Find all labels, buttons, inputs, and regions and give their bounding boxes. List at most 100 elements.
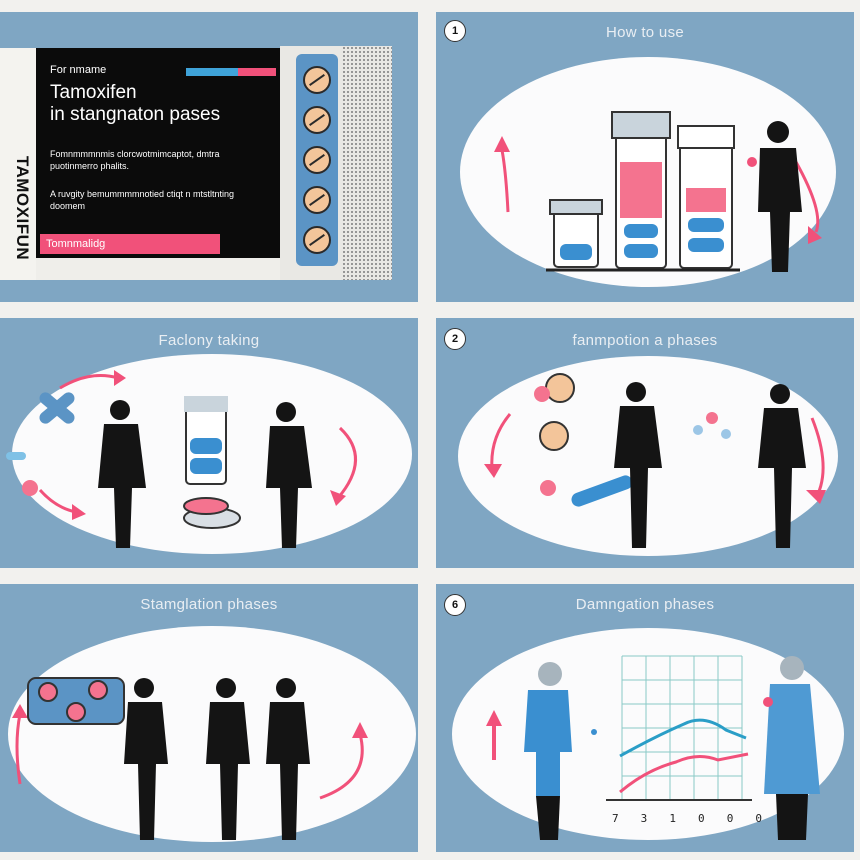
person-head [626, 382, 646, 402]
factory-taking-title: Faclony taking [158, 332, 260, 349]
person-body [758, 148, 802, 272]
package-small-text: A ruvgity bemummmmnotied ctiqt n mtstltn… [50, 189, 235, 211]
package-bar-label: Tomnmalidg [40, 234, 220, 254]
person-head [276, 678, 296, 698]
step-number-badge: 2 [444, 328, 466, 350]
package-side-label: TAMOXIFUN [13, 155, 32, 261]
person-legs [776, 794, 808, 840]
person-body [124, 702, 168, 840]
how-to-use-panel: 1 How to use [436, 12, 854, 302]
capsule-icon [624, 224, 658, 238]
pill-icon [38, 682, 58, 702]
person-body [266, 426, 312, 548]
package-title: Tamoxifen in stangnaton pases [50, 82, 220, 126]
package-title-line1: Tamoxifen [50, 82, 137, 103]
pill-icon [88, 680, 108, 700]
pill-icon [534, 386, 550, 402]
person-head [216, 678, 236, 698]
damngation-phases-panel: 6 Damngation phases 7 3 1 0 0 0 [436, 584, 854, 852]
person-body [266, 702, 310, 840]
step-number-badge: 6 [444, 594, 466, 616]
factory-taking-illustration [6, 354, 412, 554]
package-front [36, 48, 280, 260]
pill-icon [540, 480, 556, 496]
trend-line-blue [619, 718, 747, 758]
arrow-left-head [486, 710, 502, 726]
person-body [614, 406, 662, 548]
capsule-icon [6, 452, 26, 460]
arrow-right-head [806, 490, 826, 504]
pill-icon [22, 480, 38, 496]
pill-icon [763, 697, 773, 707]
person-head [770, 384, 790, 404]
capsule-icon [560, 244, 592, 260]
arrow-left [500, 149, 510, 213]
person-coat [764, 684, 820, 794]
fanmpotion-illustration [458, 356, 838, 556]
capsule-icon [571, 475, 633, 507]
pill-icon [706, 412, 718, 424]
arrow-right-head [808, 226, 822, 244]
arrow-right-head [330, 490, 346, 506]
stamglation-phases-panel: Stamglation phases [0, 584, 418, 852]
stamglation-illustration [8, 626, 416, 842]
jar-medium-label [686, 188, 726, 212]
pill-icon [303, 226, 331, 254]
stamglation-phases-title: Stamglation phases [140, 596, 278, 613]
arrow-top-head [114, 370, 126, 386]
person-head [767, 121, 789, 143]
trend-line-pink [619, 752, 749, 794]
axis-label: 0 [726, 812, 734, 825]
person-head [780, 656, 804, 680]
package-title-line2: in stangnaton pases [50, 104, 221, 125]
arrow-top [59, 374, 119, 390]
person-body [206, 702, 250, 840]
pill-icon [693, 425, 703, 435]
package-bottom-edge [36, 258, 280, 280]
pill-icon [721, 429, 731, 439]
axis-label: 1 [669, 812, 676, 825]
pill-icon [303, 106, 331, 134]
package-side: TAMOXIFUN [0, 48, 38, 280]
person-body [524, 690, 572, 796]
person-head [276, 402, 296, 422]
pill-icon [303, 66, 331, 94]
person-head [538, 662, 562, 686]
pill-icon [66, 702, 86, 722]
jar-tall-lid [611, 111, 671, 139]
capsule-icon [190, 458, 222, 474]
axis-label: 7 [612, 812, 619, 825]
step-number-badge: 1 [444, 20, 466, 42]
fanmpotion-phases-panel: 2 fanmpotion a phases [436, 318, 854, 568]
package-description: Fomnmmmnmis clorcwotmimcaptot, dmtra puo… [50, 149, 220, 171]
package-accent-pink [238, 68, 276, 76]
capsule-icon [39, 392, 75, 424]
capsule-icon [688, 218, 724, 232]
pill-icon [303, 146, 331, 174]
chart-axis-labels: 7 3 1 0 0 0 [612, 812, 762, 825]
jar-small-lid [549, 199, 603, 215]
axis-label: 0 [698, 812, 705, 825]
person-body [98, 424, 146, 548]
pill-icon [539, 421, 569, 451]
person-head [110, 400, 130, 420]
damngation-illustration [452, 628, 844, 840]
pill-icon [747, 157, 757, 167]
pill-icon [303, 186, 331, 214]
arrow-right [336, 426, 357, 499]
pill-icon [591, 729, 597, 735]
package-panel: TAMOXIFUN For nmame Tamoxifen in stangna… [0, 12, 418, 302]
capsule-icon [688, 238, 724, 252]
capsule-icon [190, 438, 222, 454]
arrow-left [490, 413, 512, 469]
person-head [134, 678, 154, 698]
arrow-bottom-left-head [72, 504, 86, 520]
arrow-right-head [352, 722, 368, 738]
person-legs [536, 796, 560, 840]
jar-tall-label [620, 162, 662, 218]
pill-stack [183, 497, 229, 515]
damngation-phases-title: Damngation phases [575, 596, 715, 613]
package-accent-blue [186, 68, 238, 76]
jar-lid [184, 396, 228, 412]
fanmpotion-phases-title: fanmpotion a phases [572, 332, 718, 349]
